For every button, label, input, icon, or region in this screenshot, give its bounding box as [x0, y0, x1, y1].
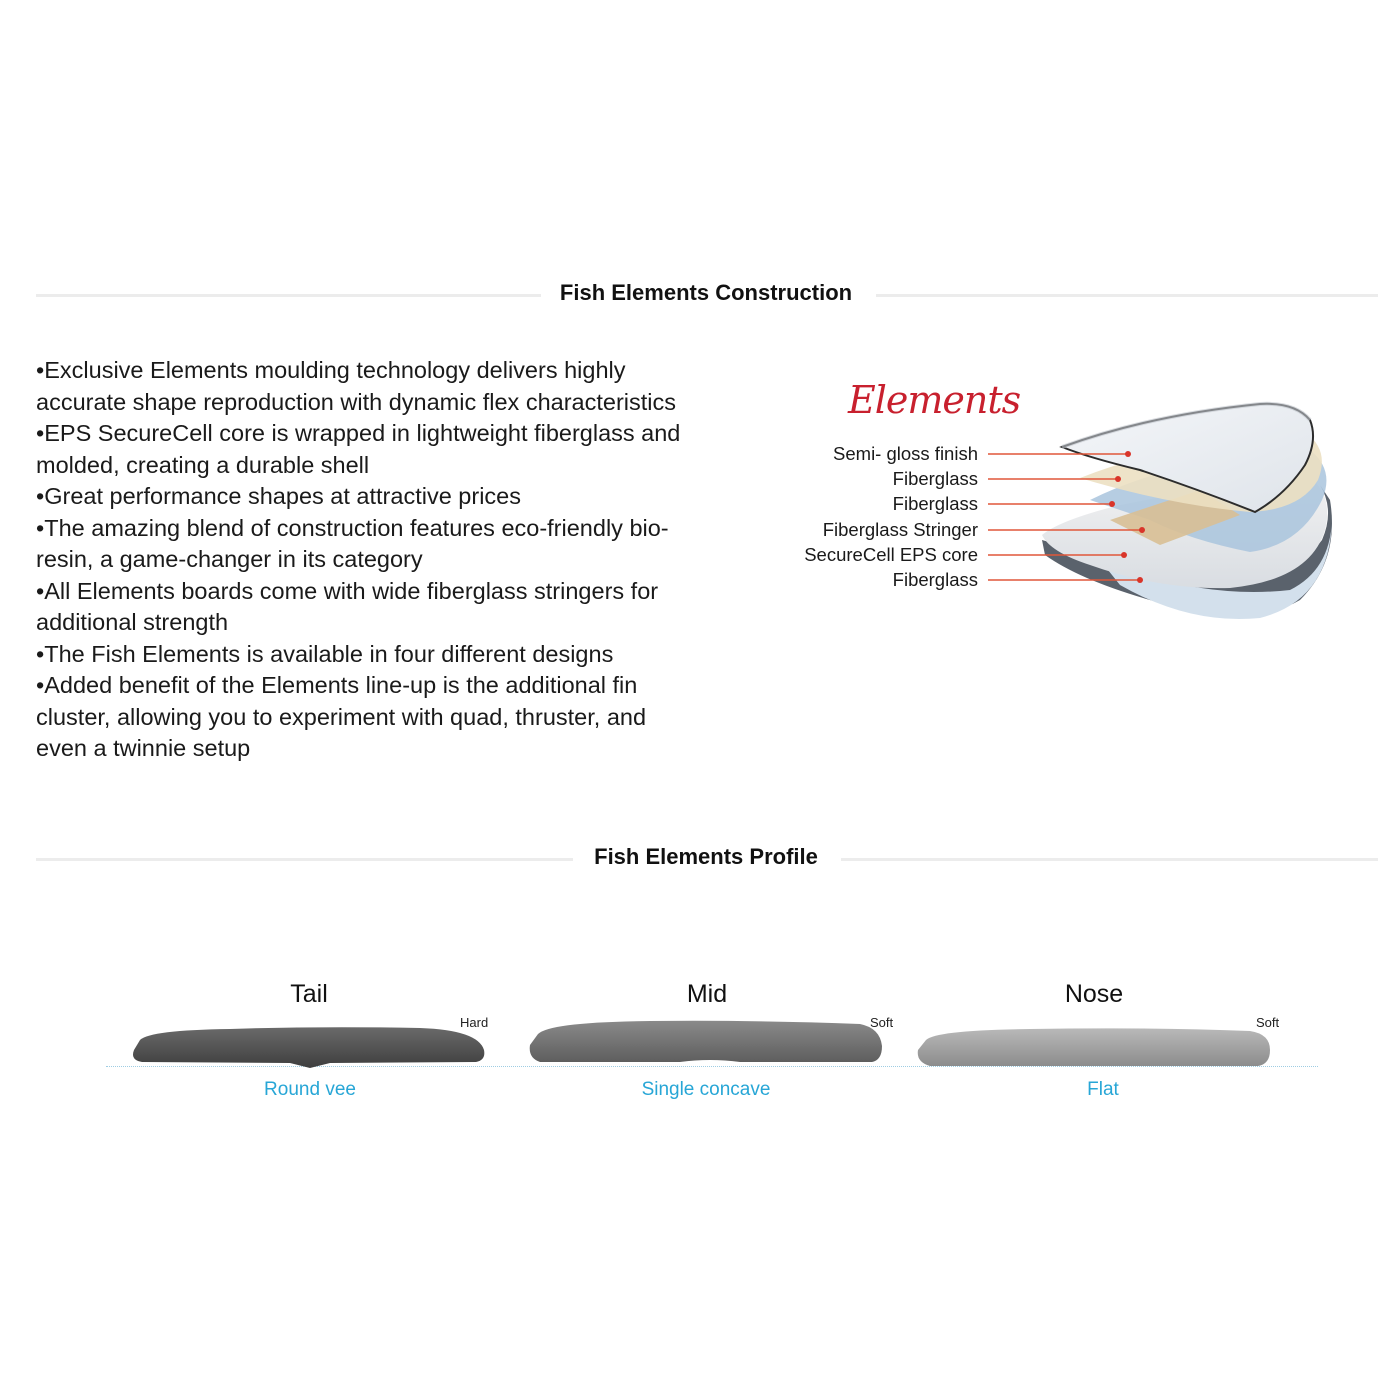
- bullet-item: The Fish Elements is available in four d…: [36, 639, 696, 671]
- profile-tail-heading: Tail: [290, 980, 328, 1008]
- profile-baseline: [106, 1066, 1318, 1067]
- nose-profile-shape: [917, 1028, 1270, 1066]
- construction-rule-left: [36, 294, 541, 297]
- leader-dot: [1109, 501, 1115, 507]
- profile-nose-bottom: Flat: [1087, 1079, 1119, 1100]
- bullet-item: Added benefit of the Elements line-up is…: [36, 670, 696, 765]
- leader-dot: [1125, 451, 1131, 457]
- tail-profile-shape: [133, 1027, 485, 1068]
- profile-title: Fish Elements Profile: [0, 844, 1400, 870]
- profile-rule-left: [36, 858, 573, 861]
- layer-label-fiberglass-1: Fiberglass: [892, 468, 978, 489]
- layer-label-fiberglass-2: Fiberglass: [892, 493, 978, 514]
- bullet-item: All Elements boards come with wide fiber…: [36, 576, 696, 639]
- construction-bullet-list: Exclusive Elements moulding technology d…: [36, 355, 696, 765]
- leader-dot: [1115, 476, 1121, 482]
- leader-dots: [1109, 451, 1145, 583]
- bullet-item: EPS SecureCell core is wrapped in lightw…: [36, 418, 696, 481]
- elements-logo: Elements: [848, 378, 1021, 422]
- bullet-item: Great performance shapes at attractive p…: [36, 481, 696, 513]
- bullet-item: Exclusive Elements moulding technology d…: [36, 355, 696, 418]
- profile-nose-heading: Nose: [1064, 980, 1124, 1008]
- layer-label-eps-core: SecureCell EPS core: [804, 544, 978, 565]
- leader-dot: [1121, 552, 1127, 558]
- construction-title: Fish Elements Construction: [0, 280, 1400, 306]
- profile-mid-heading: Mid: [686, 980, 728, 1008]
- profile-mid-bottom: Single concave: [641, 1079, 771, 1100]
- layer-label-fiberglass-3: Fiberglass: [892, 569, 978, 590]
- profile-tail-flex: Hard: [460, 1015, 489, 1030]
- top-skin-rail: [1061, 401, 1312, 449]
- profile-rule-right: [841, 858, 1378, 861]
- profile-mid-flex: Soft: [870, 1015, 894, 1030]
- leader-dot: [1137, 577, 1143, 583]
- profile-nose-flex: Soft: [1256, 1015, 1280, 1030]
- construction-rule-right: [876, 294, 1378, 297]
- bullet-item: The amazing blend of construction featur…: [36, 513, 696, 576]
- profile-tail-bottom: Round vee: [264, 1079, 356, 1100]
- leader-lines: [988, 453, 1142, 581]
- layer-label-stringer: Fiberglass Stringer: [822, 519, 978, 540]
- bottom-fiberglass-layer: [1100, 520, 1332, 620]
- layer-label-finish: Semi- gloss finish: [833, 443, 978, 464]
- leader-dot: [1139, 527, 1145, 533]
- mid-profile-shape: [529, 1020, 882, 1062]
